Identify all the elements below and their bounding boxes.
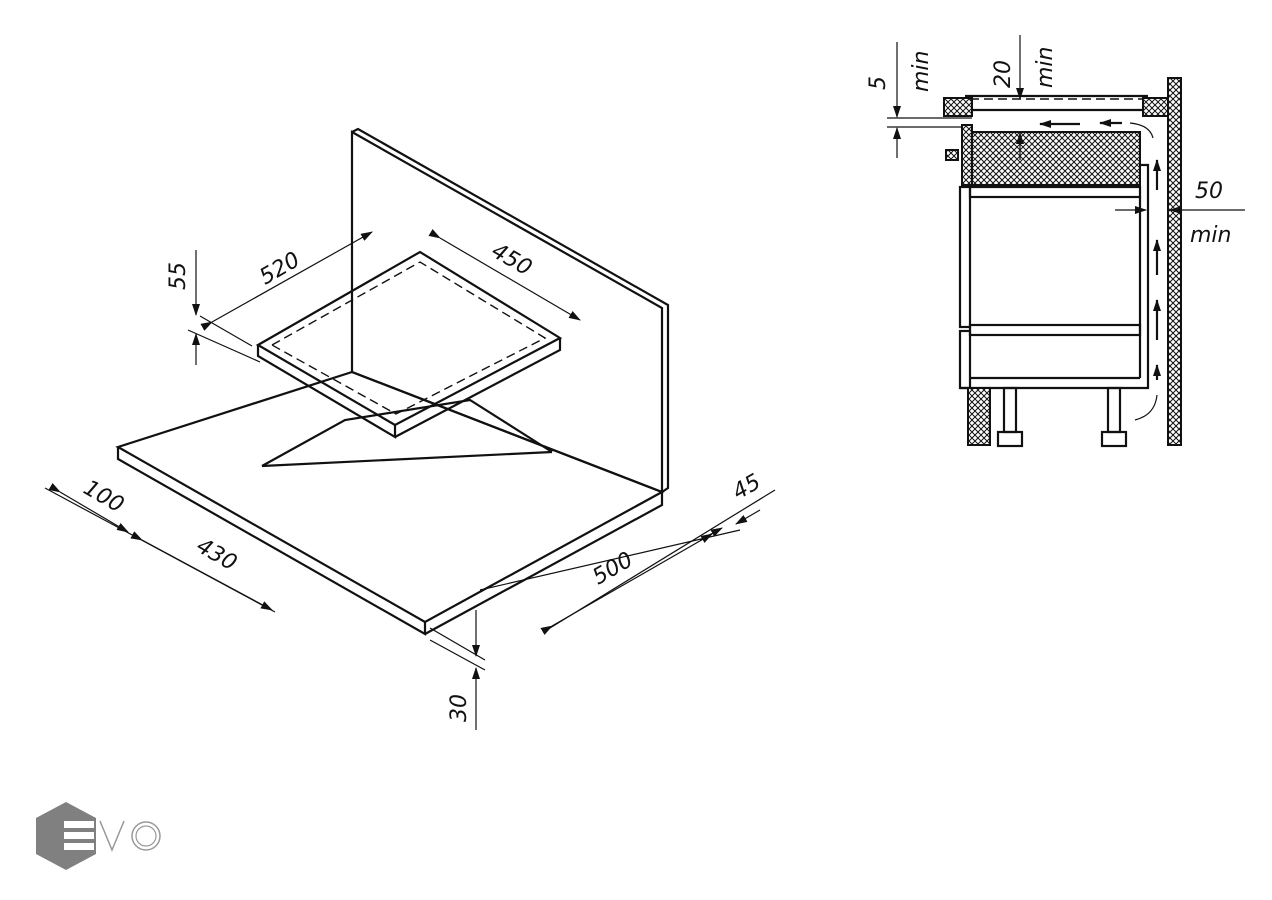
knob <box>945 149 959 161</box>
back-wall-panel <box>350 127 670 494</box>
countertop-front <box>943 97 973 117</box>
dim-cutout-width: 430 <box>192 534 241 577</box>
legs <box>996 386 1128 448</box>
cabinet <box>958 163 1150 390</box>
countertop-rear <box>1142 97 1169 117</box>
section-dimension-lines <box>887 35 1245 214</box>
airflow-arrows <box>1039 119 1161 421</box>
dim-cutout-depth: 500 <box>589 548 638 591</box>
countertop-cutout <box>261 398 553 468</box>
dim-gap-under-hob: 20 <box>991 60 1016 88</box>
dim-gap-rear-unit: min <box>1190 223 1232 248</box>
cabinet-front-top <box>961 124 973 186</box>
countertop <box>115 370 665 636</box>
dim-gap-under-hob-unit: min <box>1033 47 1058 89</box>
plinth <box>967 387 991 446</box>
wall <box>1167 77 1182 446</box>
dim-gap-top: 5 <box>866 76 891 90</box>
evo-logo <box>36 802 161 870</box>
dimension-lines <box>44 228 776 730</box>
isometric-view: 520 450 55 100 430 500 45 30 <box>44 127 776 730</box>
dim-hob-depth: 450 <box>487 239 536 282</box>
dim-gap-rear: 50 <box>1195 179 1223 204</box>
dim-countertop-thickness: 30 <box>447 694 472 722</box>
dim-gap-top-unit: min <box>909 51 934 93</box>
dim-hob-height: 55 <box>166 262 191 290</box>
side-section-view: 5 min 20 min 50 min <box>866 35 1245 448</box>
oven-body-insulated <box>971 131 1141 186</box>
dim-front-offset: 100 <box>79 476 128 519</box>
